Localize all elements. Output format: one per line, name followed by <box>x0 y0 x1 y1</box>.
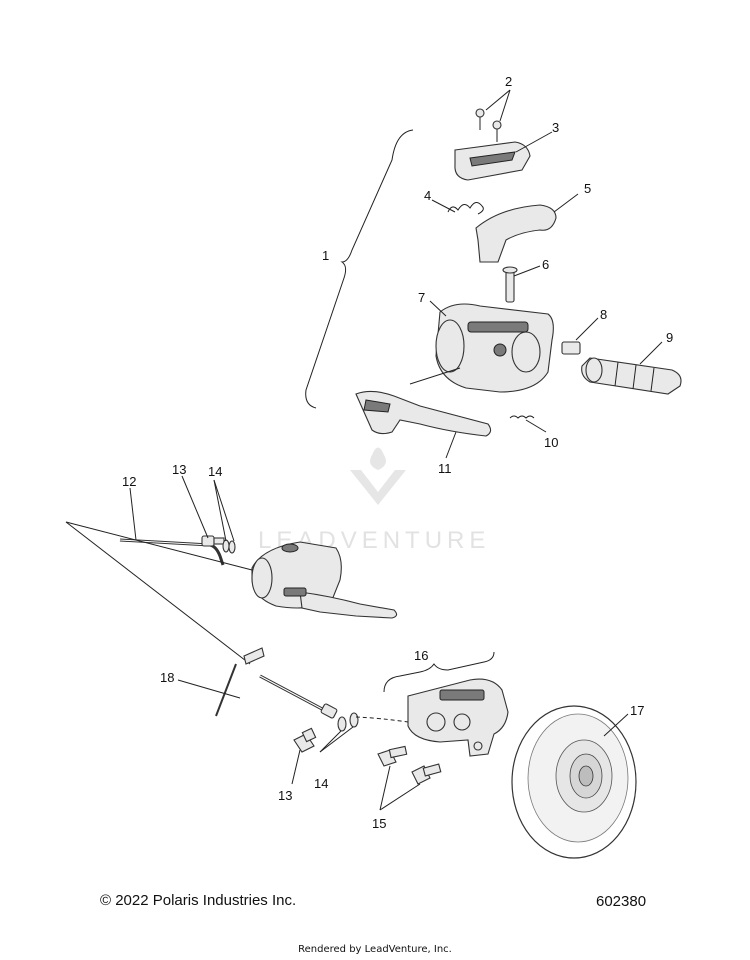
part-18-line-clip <box>215 647 265 717</box>
callout-4: 4 <box>424 188 431 203</box>
callout-1: 1 <box>322 248 329 263</box>
part-6-pivot-pin <box>502 266 518 303</box>
callout-9: 9 <box>666 330 673 345</box>
callout-16: 16 <box>414 648 428 663</box>
callout-13-upper: 13 <box>172 462 186 477</box>
watermark-logo-icon <box>350 447 406 505</box>
callout-15: 15 <box>372 816 386 831</box>
lever-logo-icon <box>363 399 391 413</box>
callout-10: 10 <box>544 435 558 450</box>
copyright-text: © 2022 Polaris Industries Inc. <box>100 892 297 909</box>
callout-7: 7 <box>418 290 425 305</box>
callout-2: 2 <box>505 74 512 89</box>
callout-6: 6 <box>542 257 549 272</box>
part-2-screws <box>475 108 502 142</box>
part-5-parking-lever <box>475 204 557 263</box>
diagram-number: 602380 <box>596 893 647 910</box>
leader-lines <box>129 89 663 811</box>
cover-logo-icon <box>469 151 516 167</box>
watermark: LEADVENTURE <box>258 447 485 554</box>
callout-numbers: 1 2 3 4 5 6 7 8 9 10 11 12 13 14 16 17 1… <box>122 74 673 831</box>
part-8-brake-switch <box>561 341 581 355</box>
part-16-brake-caliper <box>407 678 509 757</box>
callout-5: 5 <box>584 181 591 196</box>
rendered-by-text: Rendered by LeadVenture, Inc. <box>298 944 452 955</box>
part-7-master-cylinder-body <box>435 303 554 393</box>
callout-8: 8 <box>600 307 607 322</box>
assembly-16-bracket <box>383 651 495 693</box>
part-15-caliper-bolts <box>377 745 442 785</box>
assembled-master-cylinder <box>251 541 398 619</box>
part-17-brake-rotor <box>511 705 637 859</box>
part-14-washers-upper <box>222 539 236 554</box>
callout-11: 11 <box>438 461 452 476</box>
part-13-banjo-bolt-lower <box>293 727 317 753</box>
part-14-washers-lower <box>337 712 359 732</box>
assembly-1-bracket <box>305 129 414 409</box>
part-9-throttle-grip <box>581 357 682 395</box>
part-4-spring <box>447 202 484 215</box>
callout-17: 17 <box>630 703 644 718</box>
callout-12: 12 <box>122 474 136 489</box>
part-10-small-spring <box>509 415 535 419</box>
callout-18: 18 <box>160 670 174 685</box>
callout-14-lower: 14 <box>314 776 328 791</box>
callout-14-upper: 14 <box>208 464 222 479</box>
lower-brake-line <box>259 674 338 719</box>
part-11-brake-lever <box>355 390 492 437</box>
part-13-banjo-bolt-upper <box>201 535 225 547</box>
callout-3: 3 <box>552 120 559 135</box>
callout-13-lower: 13 <box>278 788 292 803</box>
